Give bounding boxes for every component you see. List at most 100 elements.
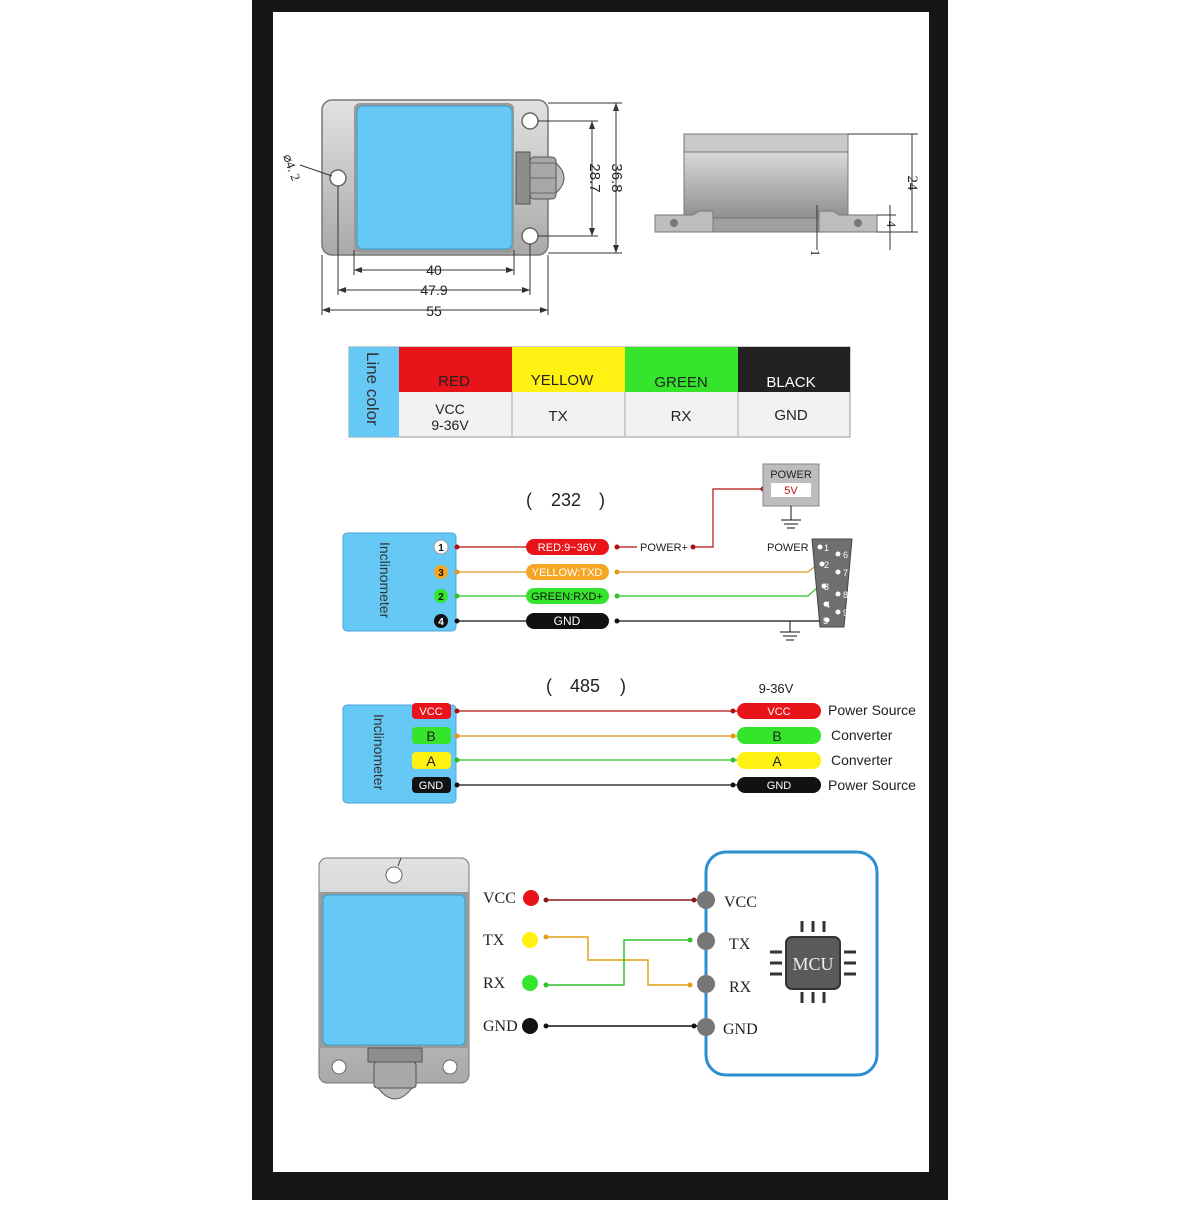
rs485-right-pin-pill — [737, 727, 821, 744]
rs232-title: 232 — [551, 490, 581, 510]
wire-dot — [691, 897, 697, 903]
wire-dot — [730, 708, 736, 714]
dot-yellow — [522, 932, 538, 948]
side-dimension-lines — [816, 133, 918, 250]
rs232-wire-power — [693, 488, 763, 548]
rs232-title-open: ( — [526, 490, 532, 510]
db9-pin-2: 2 — [824, 560, 829, 570]
wire-dot — [543, 897, 549, 903]
rs485-right-b: B — [772, 728, 781, 744]
rs485-target-b: Converter — [831, 727, 893, 743]
wire-dot — [691, 1023, 697, 1029]
rs232-label-green-pill — [526, 588, 609, 604]
side-hole — [670, 219, 678, 227]
rs232-pin-badge — [434, 565, 448, 579]
side-base — [712, 217, 820, 233]
rs485-left-vcc: VCC — [419, 706, 442, 718]
rs485-right-pin-pill — [737, 777, 821, 793]
mcu-device-hole — [385, 866, 403, 884]
dimension-lines — [299, 102, 622, 315]
mcu-diagram: VCC TX RX GND VCC TX RX GND — [318, 850, 879, 1100]
wire-dot — [543, 1023, 549, 1029]
cable-gland-base — [515, 151, 531, 205]
rs485-left-pin-pill — [412, 752, 451, 769]
dim-inner-width: 40 — [426, 262, 442, 278]
rs485-right-a: A — [772, 753, 782, 769]
wire-dot — [454, 593, 460, 599]
rs485-left-a: A — [426, 753, 436, 769]
mcu-wire-rx-to-tx — [546, 939, 690, 986]
wire-dot — [454, 757, 460, 763]
table-header-cell — [349, 347, 399, 437]
ground-symbol-bottom — [780, 631, 800, 641]
rs232-label-yellow-pill — [526, 564, 609, 580]
rs232-pin-2: 2 — [438, 592, 444, 603]
dim-outer-height: 36.8 — [608, 163, 625, 192]
signal-rx: RX — [671, 408, 692, 425]
mount-hole-left — [329, 169, 347, 187]
rs485-right-pin-pill — [737, 703, 821, 719]
wire-dot — [454, 618, 460, 624]
wire-dot — [454, 708, 460, 714]
rs232-label-red: RED:9~36V — [538, 542, 597, 554]
line-color-table: Line color RED YELLOW GREEN BLACK VCC 9-… — [348, 346, 851, 438]
side-body — [683, 151, 849, 219]
rs232-power-label: POWER — [767, 542, 809, 554]
mcu-device-screen — [322, 894, 466, 1046]
rs232-title-close: ) — [599, 490, 605, 510]
table-header-label: Line color — [363, 352, 382, 426]
wire-dot — [687, 982, 693, 988]
db9-pins — [817, 544, 841, 623]
rs485-inclinometer-label: Inclinometer — [371, 714, 387, 791]
rs485-right-pin-pill — [737, 752, 821, 769]
power-box-title: POWER — [770, 469, 812, 481]
dot-red — [523, 890, 539, 906]
table-grid — [511, 392, 739, 437]
mcu-left-rx: RX — [483, 975, 506, 992]
rs232-diagram: ( 232 ) Inclinometer 1 3 2 4 — [342, 463, 853, 641]
rs485-voltage: 9-36V — [759, 681, 794, 696]
rs485-left-pin-pill — [412, 703, 451, 719]
dot-green — [522, 975, 538, 991]
signal-tx: TX — [548, 408, 567, 425]
hole-leader — [397, 857, 402, 867]
power-value-bg — [771, 483, 811, 497]
color-label-green: GREEN — [654, 374, 707, 391]
wire-dot — [454, 782, 460, 788]
db9-pin-1: 1 — [824, 543, 829, 553]
mcu-right-gnd: GND — [723, 1021, 758, 1038]
mcu-gland-base — [367, 1047, 423, 1063]
dim-outer-width: 55 — [426, 303, 442, 319]
rs232-pin-4: 4 — [438, 617, 444, 628]
signal-vcc-range: 9-36V — [431, 417, 469, 433]
db9-pin-3: 3 — [824, 582, 829, 592]
mcu-wire-tx-to-rx — [546, 936, 690, 986]
rs485-title: 485 — [570, 676, 600, 696]
rs485-left-gnd: GND — [419, 780, 444, 792]
mcu-pin-rx — [697, 975, 715, 993]
db9-connector — [811, 538, 853, 628]
wire-dot — [730, 782, 736, 788]
rs485-left-pin-pill — [412, 777, 451, 793]
db9-pin-8: 8 — [843, 590, 848, 600]
wire-dot — [730, 733, 736, 739]
ground-symbol-top — [781, 519, 801, 529]
mcu-gland-nut — [373, 1061, 417, 1089]
mcu-right-vcc: VCC — [724, 894, 757, 911]
db9-pin-6: 6 — [843, 550, 848, 560]
rs485-target-gnd: Power Source — [828, 777, 916, 793]
swatch-yellow — [512, 347, 625, 392]
cable-gland-cap — [555, 161, 565, 195]
rs232-inclinometer-box — [342, 532, 457, 632]
power-box-value: 5V — [784, 485, 798, 497]
mcu-pin-vcc — [697, 891, 715, 909]
wire-dot — [687, 937, 693, 943]
dot-black — [522, 1018, 538, 1034]
rs232-label-red-pill — [526, 539, 609, 555]
rs232-pin-badge — [434, 589, 448, 603]
color-label-red: RED — [438, 373, 470, 390]
mcu-gland-cap — [376, 1087, 414, 1100]
swatch-green — [625, 347, 738, 392]
rs232-label-green: GREEN:RXD+ — [531, 591, 603, 603]
dim-side-height: 24 — [904, 176, 920, 192]
